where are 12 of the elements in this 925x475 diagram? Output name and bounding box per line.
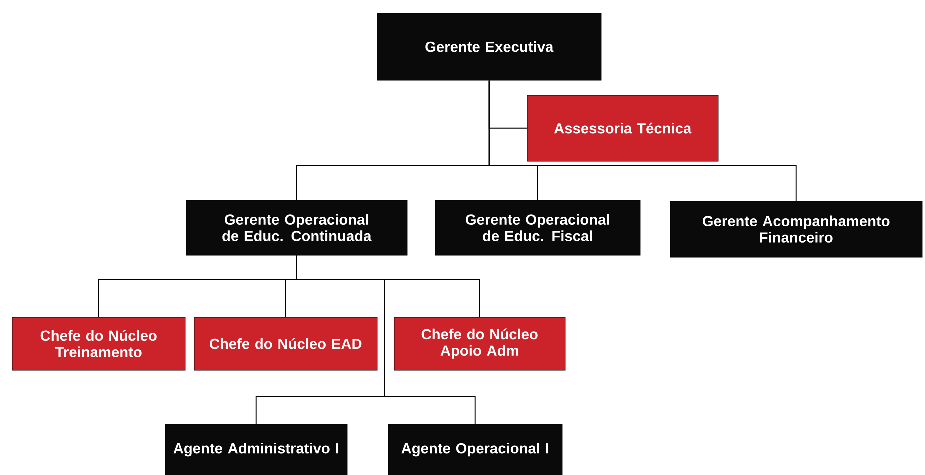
position-box: Agente Administrativo I xyxy=(165,424,348,475)
connector-line xyxy=(488,80,797,202)
connector-line xyxy=(296,255,476,424)
position-box: Gerente Operacional de Educ. Continuada xyxy=(186,200,408,256)
position-box: Gerente Acompanhamento Financeiro xyxy=(670,201,923,258)
position-box: Chefe do Núcleo EAD xyxy=(194,317,378,371)
position-box: Gerente Executiva xyxy=(377,13,602,81)
position-box: Gerente Operacional de Educ. Fiscal xyxy=(435,200,641,256)
position-box: Chefe do Núcleo Treinamento xyxy=(12,317,186,371)
position-box: Chefe do Núcleo Apoio Adm xyxy=(394,317,566,371)
position-box: Agente Operacional I xyxy=(388,424,563,475)
position-box: Assessoria Técnica xyxy=(527,95,719,162)
